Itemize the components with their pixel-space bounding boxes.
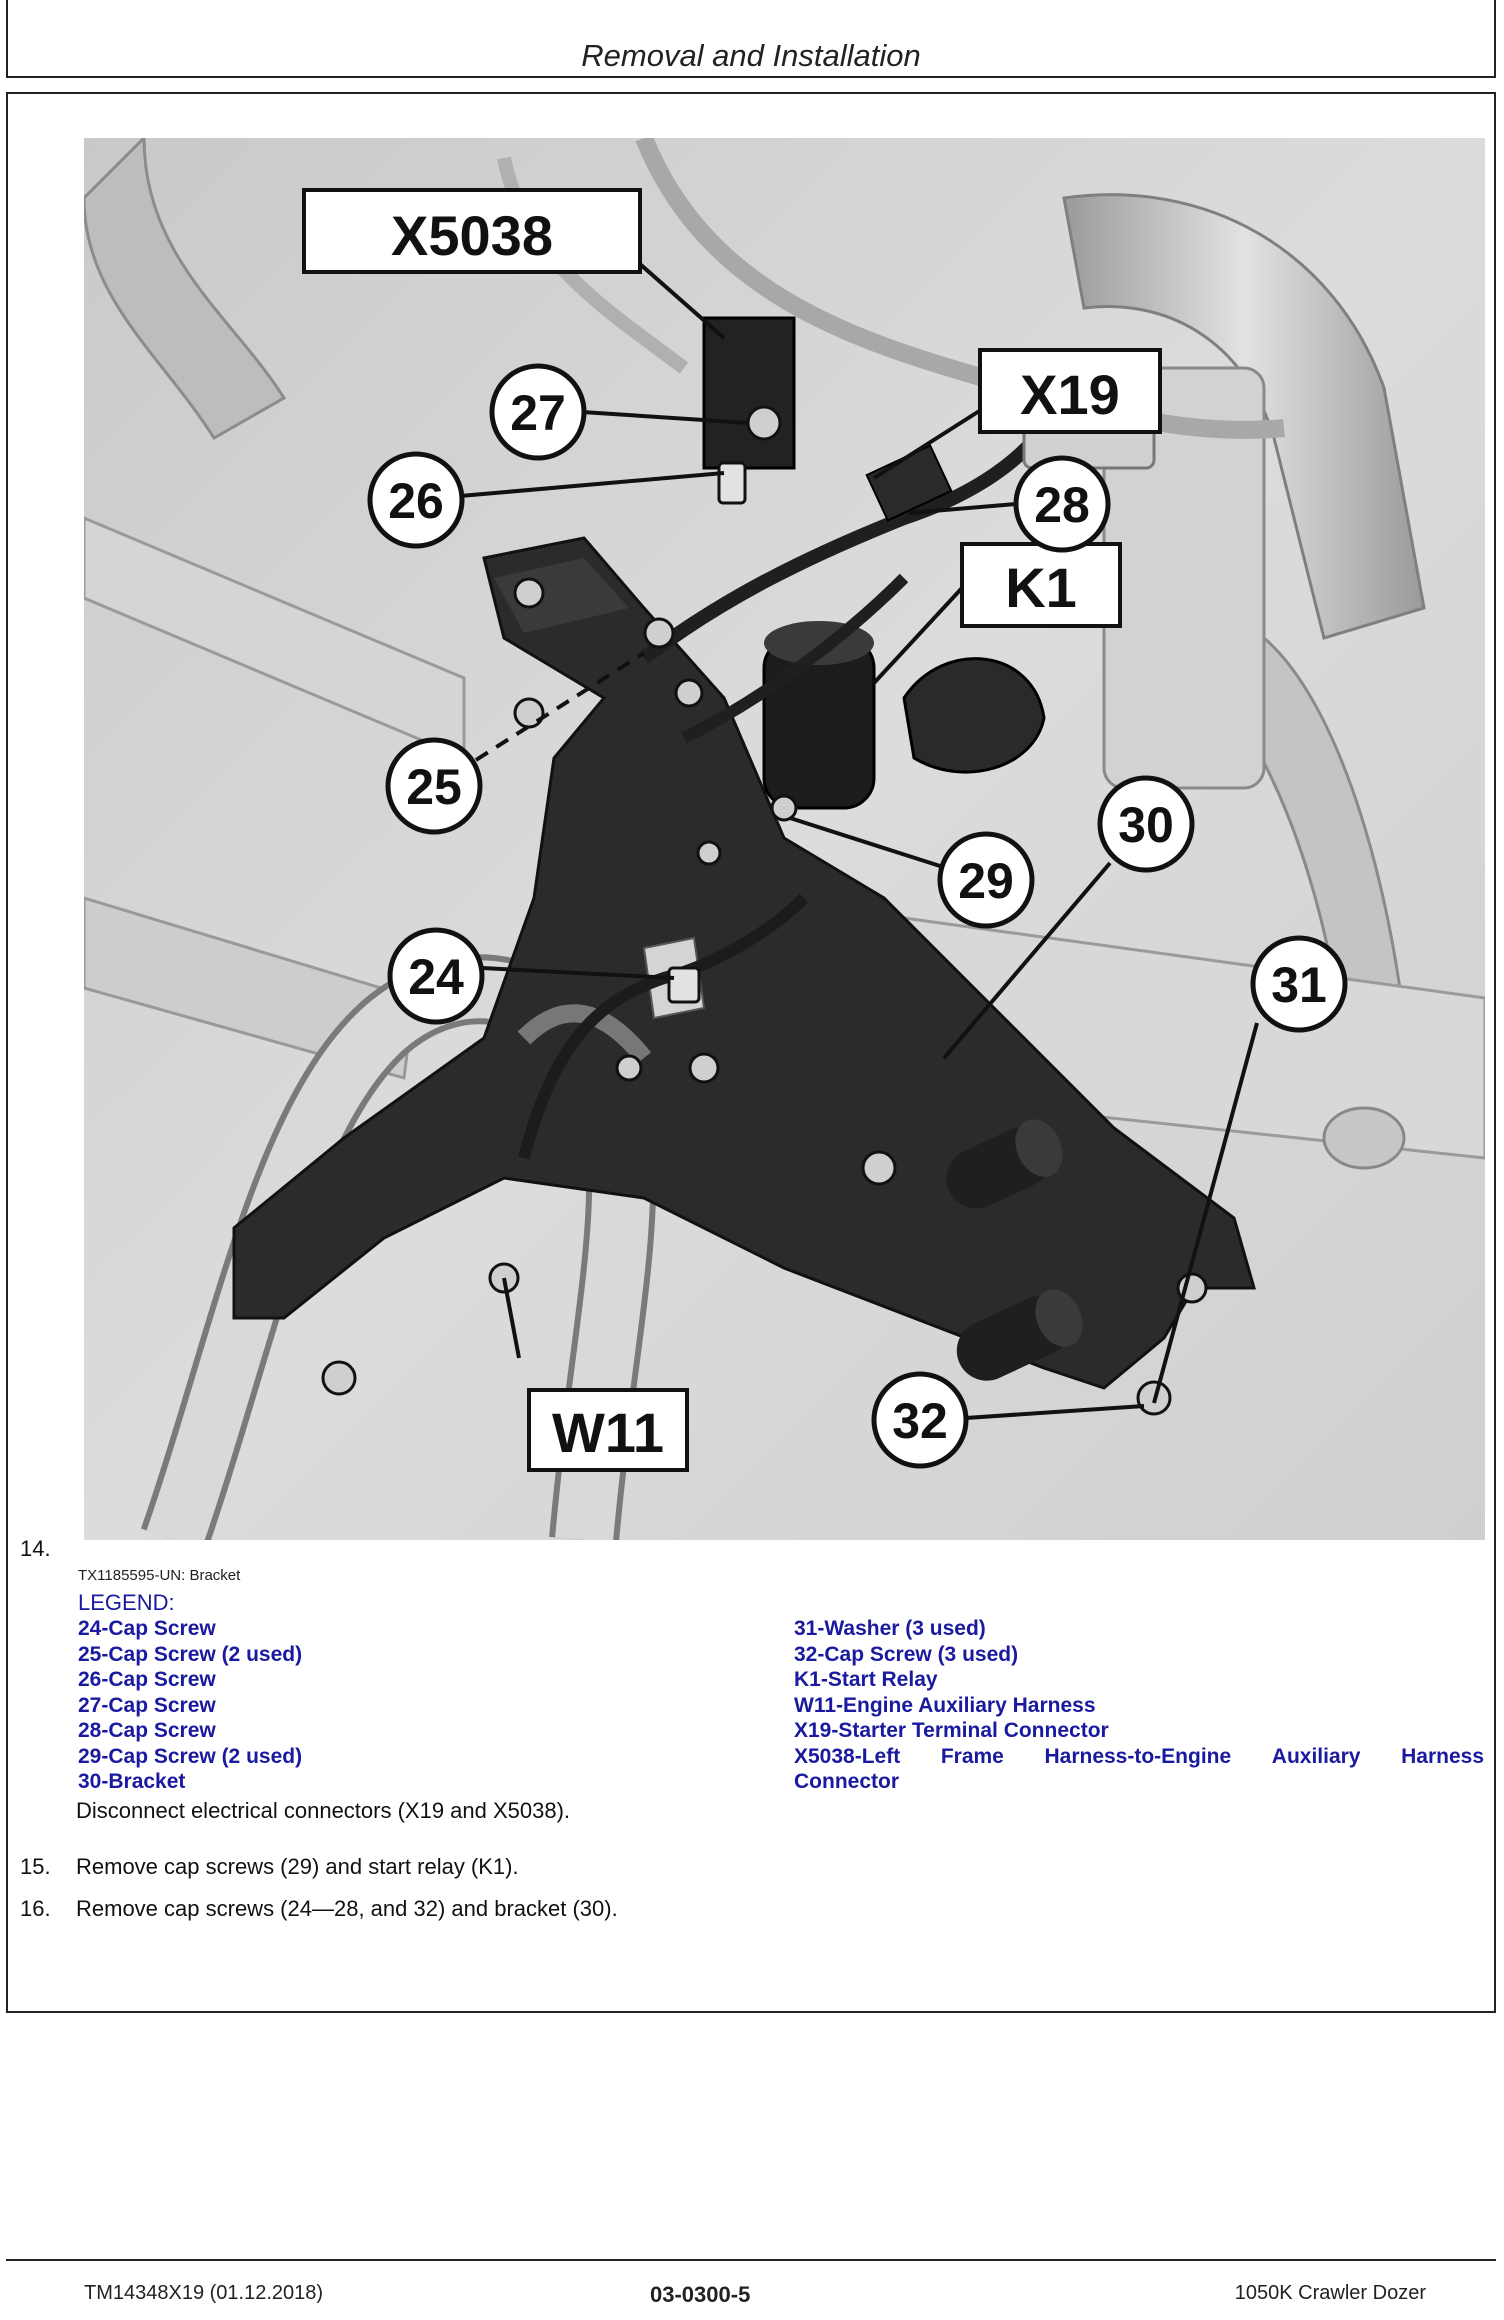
callout-25: 25 — [406, 759, 462, 815]
footer-divider — [6, 2259, 1496, 2261]
legend-word: Harness-to-Engine — [1044, 1744, 1232, 1768]
page-header: Removal and Installation — [6, 0, 1496, 78]
legend-item: 28-Cap Screw — [78, 1719, 216, 1742]
legend-right-column: 31-Washer (3 used) 32-Cap Screw (3 used)… — [794, 1616, 1484, 1795]
legend-word: X5038-Left — [794, 1744, 901, 1768]
legend-item: K1-Start Relay — [794, 1668, 938, 1691]
step-14-text: Disconnect electrical connectors (X19 an… — [76, 1798, 571, 1823]
callout-32-marker: 32 — [871, 1371, 969, 1469]
legend-item: 26-Cap Screw — [78, 1668, 216, 1691]
callout-x5038: X5038 — [391, 204, 553, 267]
callout-32: 32 — [892, 1393, 948, 1449]
step-16-text: Remove cap screws (24—28, and 32) and br… — [76, 1896, 618, 1921]
legend-item-x5038-cont: Connector — [794, 1770, 899, 1793]
step-14-number: 14. — [20, 1536, 51, 1561]
legend-word: Harness — [1401, 1744, 1484, 1768]
legend-item: 24-Cap Screw — [78, 1617, 216, 1640]
legend-item: 30-Bracket — [78, 1770, 186, 1793]
legend-item: 32-Cap Screw (3 used) — [794, 1642, 1019, 1666]
legend-item: 29-Cap Screw (2 used) — [78, 1744, 303, 1768]
callout-24-marker: 24 — [387, 927, 485, 1025]
callout-30: 30 — [1118, 797, 1174, 853]
section-title: Removal and Installation — [581, 38, 921, 73]
legend-item: 31-Washer (3 used) — [794, 1617, 986, 1640]
legend-item: W11-Engine Auxiliary Harness — [794, 1693, 1096, 1717]
legend-word: Auxiliary — [1271, 1744, 1361, 1768]
callout-31-marker: 31 — [1250, 935, 1348, 1033]
callout-30-marker: 30 — [1097, 775, 1195, 873]
callout-26: 26 — [388, 473, 444, 529]
footer-product: 1050K Crawler Dozer — [1234, 2282, 1426, 2304]
step-15-number: 15. — [20, 1854, 51, 1879]
callout-29: 29 — [958, 853, 1014, 909]
callout-x19: X19 — [1020, 363, 1120, 426]
callout-25-marker: 25 — [385, 737, 483, 835]
callout-k1: K1 — [1005, 556, 1077, 619]
callout-28-marker: 28 — [1013, 455, 1111, 553]
legend-item: X19-Starter Terminal Connector — [794, 1719, 1109, 1742]
callout-31: 31 — [1271, 957, 1327, 1013]
legend-item-x5038: X5038-Left Frame Harness-to-Engine Auxil… — [794, 1744, 1484, 1770]
legend-title: LEGEND: — [78, 1590, 175, 1615]
legend-word: Frame — [940, 1744, 1004, 1768]
callout-29-marker: 29 — [937, 831, 1035, 929]
footer-doc-id: TM14348X19 (01.12.2018) — [84, 2282, 324, 2304]
callout-28: 28 — [1034, 477, 1090, 533]
callout-w11: W11 — [552, 1401, 664, 1464]
step-16-number: 16. — [20, 1896, 51, 1921]
callout-27-marker: 27 — [489, 363, 587, 461]
legend-left-column: 24-Cap Screw 25-Cap Screw (2 used) 26-Ca… — [78, 1616, 302, 1795]
legend-item: 27-Cap Screw — [78, 1693, 216, 1717]
step-15-text: Remove cap screws (29) and start relay (… — [76, 1854, 519, 1879]
bracket-illustration: X5038 X19 K1 W11 27 26 28 25 29 — [84, 138, 1485, 1540]
footer-page-number: 03-0300-5 — [650, 2282, 751, 2307]
content-frame — [6, 92, 1496, 2013]
callout-27: 27 — [510, 385, 566, 441]
legend-item: 25-Cap Screw (2 used) — [78, 1642, 303, 1666]
figure-id: TX1185595-UN: Bracket — [78, 1567, 241, 1584]
callout-24: 24 — [408, 949, 464, 1005]
callout-26-marker: 26 — [367, 451, 465, 549]
